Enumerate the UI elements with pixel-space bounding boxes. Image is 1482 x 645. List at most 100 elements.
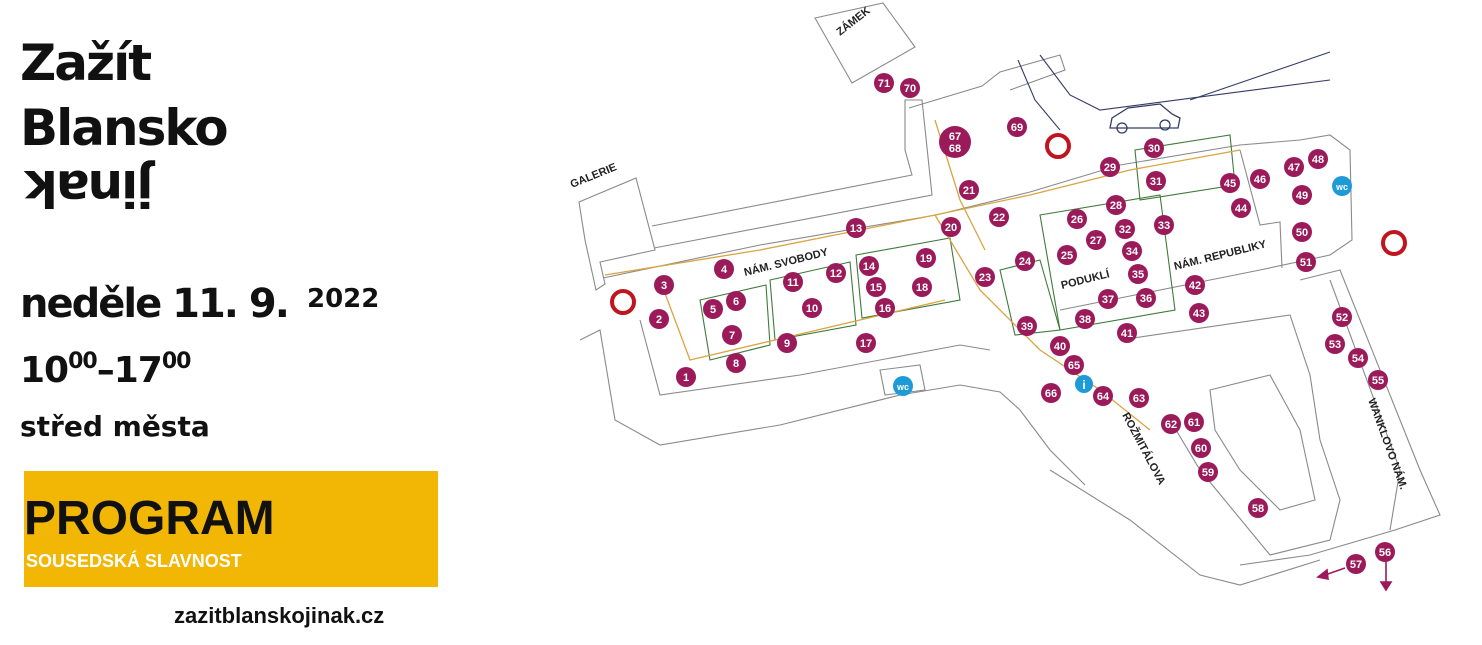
pin-43[interactable]: 43 xyxy=(1189,303,1209,323)
pin-62[interactable]: 62 xyxy=(1161,414,1181,434)
pin-30[interactable]: 30 xyxy=(1144,138,1164,158)
pin-18[interactable]: 18 xyxy=(912,277,932,297)
pin-7[interactable]: 7 xyxy=(722,325,742,345)
pin-circle xyxy=(714,259,734,279)
pin-41[interactable]: 41 xyxy=(1117,323,1137,343)
pin-16[interactable]: 16 xyxy=(875,298,895,318)
pin-circle xyxy=(1250,169,1270,189)
pin-33[interactable]: 33 xyxy=(1154,215,1174,235)
pin-36[interactable]: 36 xyxy=(1136,288,1156,308)
pin-70[interactable]: 70 xyxy=(900,78,920,98)
pin-22[interactable]: 22 xyxy=(989,207,1009,227)
time-end-hour: 17 xyxy=(113,350,163,391)
wc-icon[interactable]: wc xyxy=(1332,176,1352,196)
pin-12[interactable]: 12 xyxy=(826,263,846,283)
pin-52[interactable]: 52 xyxy=(1332,307,1352,327)
pin-number: 51 xyxy=(1300,257,1312,269)
pin-48[interactable]: 48 xyxy=(1308,149,1328,169)
pin-29[interactable]: 29 xyxy=(1100,157,1120,177)
pin-number: 71 xyxy=(878,78,890,90)
pin-circle xyxy=(1332,307,1352,327)
pin-32[interactable]: 32 xyxy=(1115,219,1135,239)
pin-number: 35 xyxy=(1132,269,1144,281)
pin-49[interactable]: 49 xyxy=(1292,185,1312,205)
website-link[interactable]: zazitblanskojinak.cz xyxy=(174,603,385,628)
pin-24[interactable]: 24 xyxy=(1015,251,1035,271)
pin-26[interactable]: 26 xyxy=(1067,209,1087,229)
pin-59[interactable]: 59 xyxy=(1198,462,1218,482)
pin-35[interactable]: 35 xyxy=(1128,264,1148,284)
pin-19[interactable]: 19 xyxy=(916,248,936,268)
pin-54[interactable]: 54 xyxy=(1348,348,1368,368)
pin-circle xyxy=(649,309,669,329)
pin-2[interactable]: 2 xyxy=(649,309,669,329)
pin-20[interactable]: 20 xyxy=(941,217,961,237)
pin-14[interactable]: 14 xyxy=(859,256,879,276)
pin-69[interactable]: 69 xyxy=(1007,117,1027,137)
pin-44[interactable]: 44 xyxy=(1231,198,1251,218)
pin-number: 57 xyxy=(1350,559,1362,571)
pin-3[interactable]: 3 xyxy=(654,275,674,295)
pin-number: 42 xyxy=(1189,280,1201,292)
pin-53[interactable]: 53 xyxy=(1325,334,1345,354)
pin-circle xyxy=(1098,289,1118,309)
pin-circle xyxy=(916,248,936,268)
program-banner[interactable]: PROGRAM SOUSEDSKÁ SLAVNOST xyxy=(24,471,438,587)
pin-27[interactable]: 27 xyxy=(1086,230,1106,250)
pin-63[interactable]: 63 xyxy=(1129,388,1149,408)
pin-37[interactable]: 37 xyxy=(1098,289,1118,309)
pin-10[interactable]: 10 xyxy=(802,298,822,318)
pin-circle xyxy=(1128,264,1148,284)
pin-31[interactable]: 31 xyxy=(1146,171,1166,191)
pin-51[interactable]: 51 xyxy=(1296,252,1316,272)
pin-38[interactable]: 38 xyxy=(1075,309,1095,329)
pin-6[interactable]: 6 xyxy=(726,291,746,311)
pin-46[interactable]: 46 xyxy=(1250,169,1270,189)
pin-57[interactable]: 57 xyxy=(1346,554,1366,574)
pin-13[interactable]: 13 xyxy=(846,218,866,238)
pin-42[interactable]: 42 xyxy=(1185,275,1205,295)
wc-icon[interactable]: wc xyxy=(893,376,913,396)
pin-5[interactable]: 5 xyxy=(703,299,723,319)
pin-circle xyxy=(856,333,876,353)
pin-number: 28 xyxy=(1110,200,1122,212)
pin-40[interactable]: 40 xyxy=(1050,336,1070,356)
pin-50[interactable]: 50 xyxy=(1292,222,1312,242)
pin-64[interactable]: 64 xyxy=(1093,386,1113,406)
pin-17[interactable]: 17 xyxy=(856,333,876,353)
pin-circle xyxy=(783,272,803,292)
pin-66[interactable]: 66 xyxy=(1041,383,1061,403)
pin-61[interactable]: 61 xyxy=(1184,412,1204,432)
pin-15[interactable]: 15 xyxy=(866,277,886,297)
pin-circle xyxy=(1144,138,1164,158)
pin-47[interactable]: 47 xyxy=(1284,157,1304,177)
pin-28[interactable]: 28 xyxy=(1106,195,1126,215)
pin-8[interactable]: 8 xyxy=(726,353,746,373)
pin-21[interactable]: 21 xyxy=(959,180,979,200)
pin-45[interactable]: 45 xyxy=(1220,173,1240,193)
pin-39[interactable]: 39 xyxy=(1017,316,1037,336)
pin-circle xyxy=(676,367,696,387)
pin-number: 55 xyxy=(1372,375,1384,387)
pin-circle xyxy=(1325,334,1345,354)
pin-65[interactable]: 65 xyxy=(1064,355,1084,375)
pin-71[interactable]: 71 xyxy=(874,73,894,93)
info-icon[interactable]: i xyxy=(1075,375,1093,393)
pin-56[interactable]: 56 xyxy=(1375,542,1395,562)
event-year: 2022 xyxy=(307,284,380,314)
pin-number: 5 xyxy=(710,304,716,316)
pin-34[interactable]: 34 xyxy=(1122,241,1142,261)
pin-number: 65 xyxy=(1068,360,1080,372)
pin-60[interactable]: 60 xyxy=(1191,438,1211,458)
pin-23[interactable]: 23 xyxy=(975,267,995,287)
pin-55[interactable]: 55 xyxy=(1368,370,1388,390)
pin-11[interactable]: 11 xyxy=(783,272,803,292)
pin-25[interactable]: 25 xyxy=(1057,245,1077,265)
pin-9[interactable]: 9 xyxy=(777,333,797,353)
pin-58[interactable]: 58 xyxy=(1248,498,1268,518)
pin-4[interactable]: 4 xyxy=(714,259,734,279)
pin-number: 29 xyxy=(1104,162,1116,174)
pin-1[interactable]: 1 xyxy=(676,367,696,387)
pin-number: 33 xyxy=(1158,220,1170,232)
